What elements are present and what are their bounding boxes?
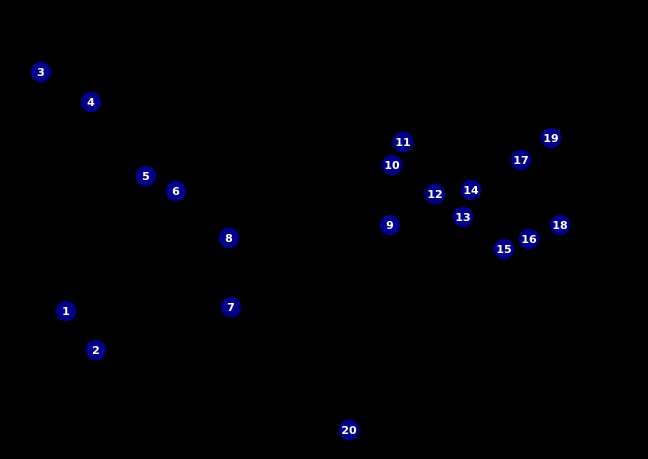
marker-3[interactable]: 3 (30, 61, 52, 83)
marker-7[interactable]: 7 (220, 296, 242, 318)
marker-16[interactable]: 16 (518, 228, 540, 250)
marker-12[interactable]: 12 (424, 183, 446, 205)
marker-label: 19 (543, 131, 559, 145)
marker-label: 14 (463, 183, 479, 197)
marker-19[interactable]: 19 (540, 127, 562, 149)
marker-label: 13 (455, 210, 471, 224)
marker-2[interactable]: 2 (85, 339, 107, 361)
marker-label: 12 (427, 187, 443, 201)
marker-10[interactable]: 10 (381, 154, 403, 176)
marker-label: 15 (496, 242, 512, 256)
marker-11[interactable]: 11 (392, 131, 414, 153)
marker-8[interactable]: 8 (218, 227, 240, 249)
marker-label: 9 (386, 218, 394, 232)
marker-label: 16 (521, 232, 537, 246)
marker-9[interactable]: 9 (379, 214, 401, 236)
marker-label: 2 (92, 343, 100, 357)
marker-label: 17 (513, 153, 529, 167)
marker-label: 7 (227, 300, 235, 314)
marker-label: 3 (37, 65, 45, 79)
marker-4[interactable]: 4 (80, 91, 102, 113)
marker-label: 10 (384, 158, 400, 172)
marker-label: 11 (395, 135, 411, 149)
marker-label: 6 (172, 184, 180, 198)
marker-14[interactable]: 14 (460, 179, 482, 201)
marker-label: 18 (552, 218, 568, 232)
marker-18[interactable]: 18 (549, 214, 571, 236)
marker-5[interactable]: 5 (135, 165, 157, 187)
marker-17[interactable]: 17 (510, 149, 532, 171)
marker-label: 5 (142, 169, 150, 183)
marker-label: 4 (87, 95, 95, 109)
marker-label: 1 (62, 304, 70, 318)
marker-6[interactable]: 6 (165, 180, 187, 202)
marker-label: 20 (341, 423, 357, 437)
marker-15[interactable]: 15 (493, 238, 515, 260)
marker-13[interactable]: 13 (452, 206, 474, 228)
marker-1[interactable]: 1 (55, 300, 77, 322)
marker-label: 8 (225, 231, 233, 245)
marker-20[interactable]: 20 (338, 419, 360, 441)
